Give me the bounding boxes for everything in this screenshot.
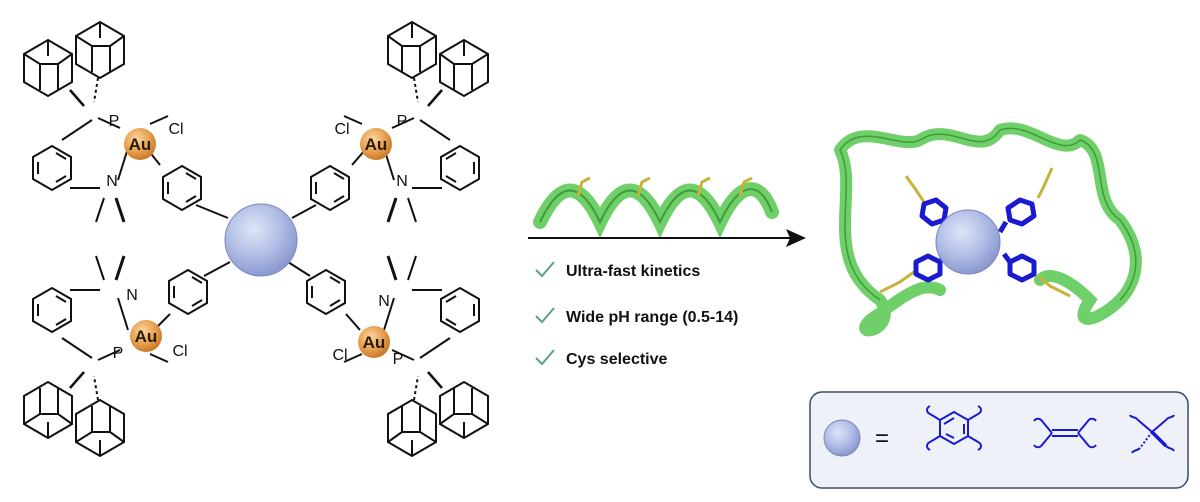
condition-item: Ultra-fast kinetics [566, 263, 700, 280]
nitrogen-label: N [396, 173, 408, 190]
core-legend: = [809, 391, 1189, 489]
core-sphere [224, 203, 298, 277]
legend-panel [809, 391, 1189, 489]
core-sphere [823, 419, 861, 457]
aryl-linker [913, 253, 943, 283]
aryl-linker [919, 197, 949, 227]
nitrogen-label: N [106, 173, 118, 190]
condition-list: Ultra-fast kinetics Wide pH range (0.5-1… [535, 261, 738, 368]
phosphorus-label: P [113, 345, 124, 362]
check-icon [535, 261, 555, 278]
gold-atom [358, 326, 390, 358]
gold-complex-top-right: Au P N Cl [334, 22, 488, 222]
aryl-linker [291, 149, 366, 219]
metal-label: Au [135, 327, 158, 346]
gold-atom [360, 128, 392, 160]
check-icon [535, 349, 555, 366]
stapled-peptide [834, 122, 1142, 337]
gold-complex-bottom-left: Au P N Cl [24, 256, 188, 456]
nitrogen-label: N [126, 287, 138, 304]
phosphorus-label: P [397, 113, 408, 130]
metal-label: Au [129, 135, 152, 154]
aryl-linker [1005, 197, 1037, 227]
aryl-linker [157, 261, 231, 327]
metal-label: Au [363, 333, 386, 352]
aryl-linker [147, 149, 229, 219]
phosphorus-label: P [109, 113, 120, 130]
gold-atom [130, 320, 162, 352]
gold-atom [124, 128, 156, 160]
nitrogen-label: N [378, 293, 390, 310]
metal-label: Au [365, 135, 388, 154]
chloride-label: Cl [168, 121, 183, 138]
gold-complex-bottom-right: Au P N Cl [332, 256, 488, 456]
benzene-core-icon [926, 405, 982, 451]
alkene-core-icon [1033, 417, 1097, 449]
chloride-label: Cl [334, 121, 349, 138]
chloride-label: Cl [172, 343, 187, 360]
condition-item: Cys selective [566, 351, 668, 368]
aryl-linker [287, 261, 361, 331]
tetrahedral-core-icon [1129, 414, 1175, 454]
peptide-helix [533, 176, 779, 239]
gold-complex-top-left: Au P N Cl [24, 22, 184, 222]
chloride-label: Cl [332, 347, 347, 364]
phosphorus-label: P [393, 351, 404, 368]
equals-sign: = [875, 425, 889, 452]
aryl-linker [1007, 253, 1037, 283]
check-icon [535, 307, 555, 324]
condition-item: Wide pH range (0.5-14) [566, 309, 738, 326]
reaction-arrow [528, 229, 806, 247]
core-sphere [935, 209, 1001, 275]
gold-reagent: Au P N Cl Au P N Cl Au P N Cl Au P N C [24, 22, 488, 456]
